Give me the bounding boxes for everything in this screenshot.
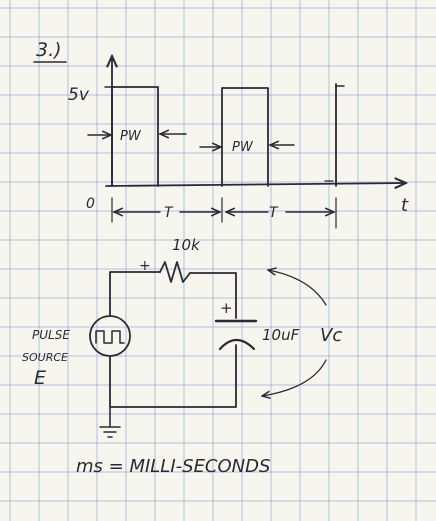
period-tick-marks <box>111 197 337 229</box>
capacitor-polarity: + <box>220 299 233 317</box>
pulse-train <box>111 83 337 187</box>
time-axis <box>105 183 406 186</box>
vc-arrow-bottom <box>262 359 327 396</box>
footnote: ms = MILLI-SECONDS <box>76 456 270 477</box>
resistor-label: 10k <box>172 236 201 254</box>
resistor <box>159 261 191 283</box>
source-label-line1: PULSE <box>32 328 70 342</box>
rc-circuit: 10k + + 10uF Vc PULSE SOURCE E <box>22 236 342 438</box>
source-label-line2: SOURCE <box>22 351 68 364</box>
pulse-width-label-1: PW <box>120 129 142 144</box>
vc-arrow-top <box>268 270 327 306</box>
amplitude-label: 5v <box>68 85 90 105</box>
problem-number: 3.) <box>36 39 62 61</box>
pulse-width-label-2: PW <box>232 140 254 155</box>
circuit-wires <box>109 271 237 408</box>
capacitor-plate-bottom <box>218 338 256 351</box>
ground-symbol <box>99 426 121 438</box>
period-label-1: T <box>164 205 174 221</box>
time-axis-label: t <box>401 195 409 216</box>
pulse-source <box>89 315 131 357</box>
period-label-2: T <box>269 205 279 221</box>
amplitude-tick <box>104 85 345 88</box>
pulse-waveform: 5v 0 t PW PW T T <box>68 56 409 229</box>
resistor-polarity: + <box>139 258 151 274</box>
square-wave-icon <box>95 330 125 344</box>
source-symbol: E <box>34 367 46 389</box>
origin-label: 0 <box>86 196 95 212</box>
capacitor-voltage-label: Vc <box>320 325 342 346</box>
capacitor-label: 10uF <box>262 326 300 344</box>
